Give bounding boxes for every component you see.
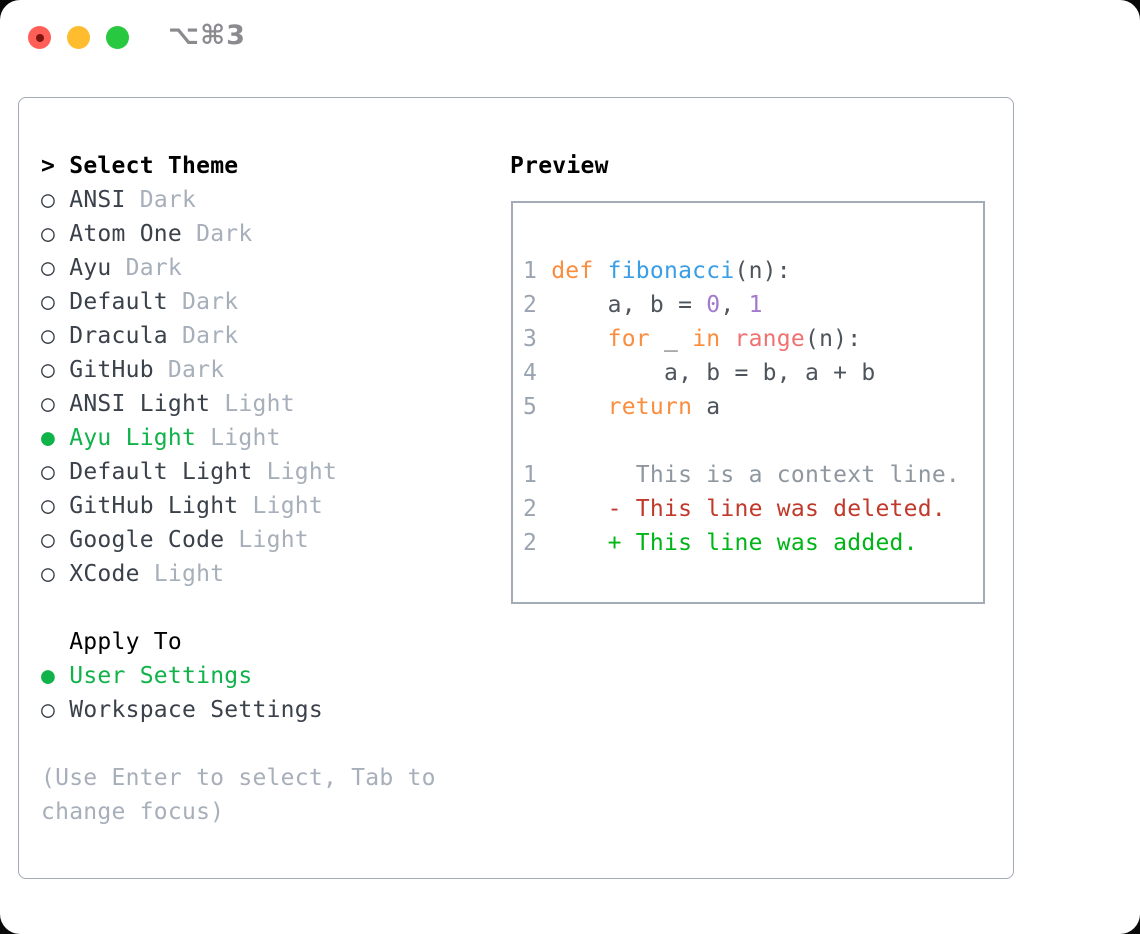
close-button-icon[interactable] [28, 26, 51, 49]
apply-to-option[interactable]: ● User Settings [41, 659, 481, 693]
theme-name: Google Code [69, 527, 225, 553]
theme-option[interactable]: ○ Google Code Light [41, 523, 481, 557]
theme-variant-tag: Dark [182, 289, 239, 315]
radio-icon: ○ [41, 187, 56, 213]
theme-option[interactable]: ○ GitHub Dark [41, 353, 481, 387]
preview-title: Preview [510, 153, 609, 179]
theme-option[interactable]: ○ Atom One Dark [41, 217, 481, 251]
radio-icon: ● [41, 425, 56, 451]
code-line: 3 for _ in range(n): [523, 326, 862, 352]
code-line: 1 def fibonacci(n): [523, 258, 791, 284]
window-titlebar: ⌥⌘3 [0, 0, 1140, 70]
radio-icon: ● [41, 663, 56, 689]
apply-to-option[interactable]: ○ Workspace Settings [41, 693, 481, 727]
radio-icon: ○ [41, 323, 56, 349]
apply-to-header: Apply To [41, 625, 481, 659]
theme-option[interactable]: ○ ANSI Dark [41, 183, 481, 217]
radio-icon: ○ [41, 493, 56, 519]
theme-option[interactable]: ○ XCode Light [41, 557, 481, 591]
radio-icon: ○ [41, 697, 56, 723]
code-line: 1 This is a context line. [523, 462, 961, 488]
apply-to-label: Apply To [69, 629, 182, 655]
radio-icon: ○ [41, 255, 56, 281]
theme-option[interactable]: ○ Default Dark [41, 285, 481, 319]
theme-variant-tag: Light [252, 493, 323, 519]
theme-variant-tag: Light [153, 561, 225, 587]
code-line [523, 424, 983, 458]
code-line: 2 + This line was added. [523, 530, 918, 556]
selection-marker-icon: > [41, 153, 56, 179]
theme-name: Ayu Light [69, 425, 197, 451]
radio-icon: ○ [41, 289, 56, 315]
traffic-lights [28, 26, 129, 49]
theme-option[interactable]: ○ Default Light Light [41, 455, 481, 489]
radio-icon: ○ [41, 221, 56, 247]
theme-variant-tag: Dark [167, 357, 225, 383]
code-line: 4 a, b = b, a + b [523, 360, 876, 386]
radio-icon: ○ [41, 391, 56, 417]
theme-name: Atom One [69, 221, 182, 247]
theme-variant-tag: Light [210, 425, 281, 451]
theme-variant-tag: Light [224, 391, 295, 417]
theme-name: Dracula [69, 323, 168, 349]
apply-to-list: ● User Settings○ Workspace Settings [41, 659, 481, 727]
theme-name: Default [69, 289, 168, 315]
theme-list: ○ ANSI Dark○ Atom One Dark○ Ayu Dark○ De… [41, 183, 481, 591]
theme-variant-tag: Dark [139, 187, 197, 213]
code-line: 5 return a [523, 394, 721, 420]
preview-box: 1 def fibonacci(n): 2 a, b = 0, 1 3 for _ … [511, 201, 985, 604]
keyboard-hint: (Use Enter to select, Tab to change focu… [41, 765, 436, 825]
theme-option[interactable]: ○ GitHub Light Light [41, 489, 481, 523]
theme-name: GitHub Light [69, 493, 239, 519]
radio-icon: ○ [41, 527, 56, 553]
theme-picker-panel: > Select Theme ○ ANSI Dark○ Atom One Dar… [18, 97, 1014, 879]
theme-name: ANSI Light [69, 391, 211, 417]
theme-variant-tag: Light [238, 527, 309, 553]
theme-option[interactable]: ○ Dracula Dark [41, 319, 481, 353]
select-theme-label: Select Theme [69, 153, 239, 179]
code-line: 2 a, b = 0, 1 [523, 292, 763, 318]
theme-name: XCode [69, 561, 140, 587]
theme-name: ANSI [69, 187, 126, 213]
select-theme-header: > Select Theme [41, 149, 481, 183]
spacer [41, 727, 481, 761]
theme-list-column: > Select Theme ○ ANSI Dark○ Atom One Dar… [41, 149, 481, 829]
theme-option[interactable]: ○ Ayu Dark [41, 251, 481, 285]
radio-icon: ○ [41, 357, 56, 383]
code-preview: 1 def fibonacci(n): 2 a, b = 0, 1 3 for _ … [523, 220, 983, 560]
radio-icon: ○ [41, 561, 56, 587]
window-title: ⌥⌘3 [168, 20, 246, 51]
theme-name: GitHub [69, 357, 154, 383]
theme-name: Default Light [69, 459, 253, 485]
theme-option[interactable]: ● Ayu Light Light [41, 421, 481, 455]
minimize-button-icon[interactable] [67, 26, 90, 49]
code-line: 2 - This line was deleted. [523, 496, 946, 522]
theme-name: Ayu [69, 255, 112, 281]
theme-variant-tag: Dark [182, 323, 239, 349]
theme-variant-tag: Dark [125, 255, 183, 281]
theme-option[interactable]: ○ ANSI Light Light [41, 387, 481, 421]
theme-variant-tag: Light [266, 459, 338, 485]
apply-to-name: Workspace Settings [69, 697, 323, 723]
zoom-button-icon[interactable] [106, 26, 129, 49]
spacer [41, 591, 481, 625]
theme-variant-tag: Dark [196, 221, 253, 247]
apply-to-name: User Settings [69, 663, 253, 689]
code-line [523, 220, 983, 254]
radio-icon: ○ [41, 459, 56, 485]
